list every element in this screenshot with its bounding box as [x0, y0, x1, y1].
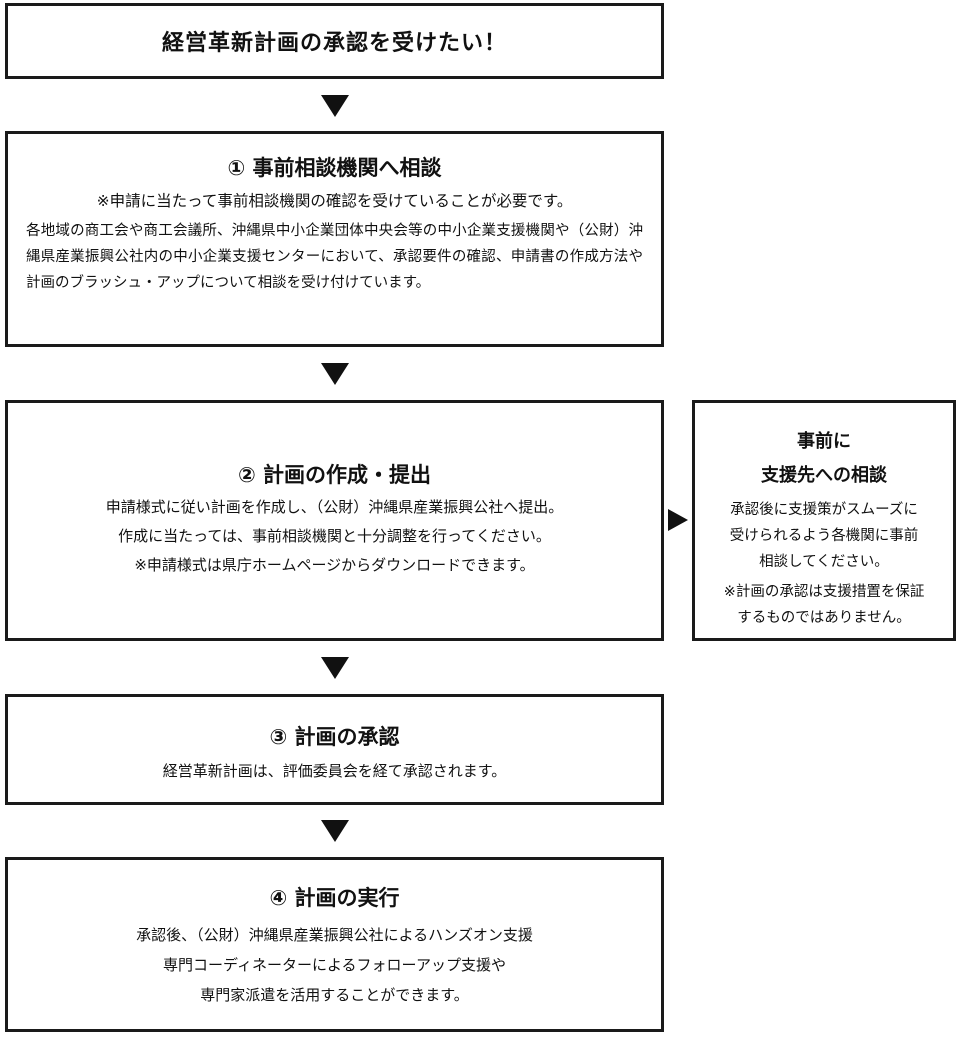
side-body-line: 承認後に支援策がスムーズに: [730, 502, 918, 518]
side-consult-box: 事前に 支援先への相談 承認後に支援策がスムーズに 受けられるよう各機関に事前 …: [692, 400, 956, 641]
step2-line: 作成に当たっては、事前相談機関と十分調整を行ってください。: [118, 527, 551, 545]
side-body-line: 受けられるよう各機関に事前: [729, 528, 919, 544]
step4-title: ④ 計画の実行: [269, 886, 400, 910]
step4-box: ④ 計画の実行 承認後、（公財）沖縄県産業振興公社によるハンズオン支援 専門コー…: [5, 857, 664, 1032]
step4-line: 専門家派遣を活用することができます。: [200, 986, 469, 1004]
side-title: 事前に: [797, 431, 851, 452]
step4-line: 承認後、（公財）沖縄県産業振興公社によるハンズオン支援: [136, 926, 533, 944]
right-arrow-icon: [668, 509, 688, 531]
down-arrow-icon: [321, 363, 349, 385]
step3-title: ③ 計画の承認: [269, 725, 400, 749]
step3-line: 経営革新計画は、評価委員会を経て承認されます。: [162, 762, 507, 780]
side-note-line: ※計画の承認は支援措置を保証: [723, 584, 925, 600]
title-box: 経営革新計画の承認を受けたい！: [5, 3, 664, 79]
step1-title: ① 事前相談機関へ相談: [227, 156, 442, 180]
step1-note: ※申請に当たって事前相談機関の確認を受けていることが必要です。: [96, 192, 573, 210]
side-body-line: 相談してください。: [759, 554, 889, 570]
side-title: 支援先への相談: [761, 465, 887, 486]
flow-title: 経営革新計画の承認を受けたい！: [161, 31, 507, 56]
step3-box: ③ 計画の承認 経営革新計画は、評価委員会を経て承認されます。: [5, 694, 664, 805]
step2-title: ② 計画の作成・提出: [237, 463, 432, 487]
side-note-line: するものではありません。: [737, 610, 911, 626]
down-arrow-icon: [321, 657, 349, 679]
step2-box: ② 計画の作成・提出 申請様式に従い計画を作成し、（公財）沖縄県産業振興公社へ提…: [5, 400, 664, 641]
step1-box: ① 事前相談機関へ相談 ※申請に当たって事前相談機関の確認を受けていることが必要…: [5, 131, 664, 347]
step4-line: 専門コーディネーターによるフォローアップ支援や: [163, 956, 506, 974]
down-arrow-icon: [321, 820, 349, 842]
step1-body: 各地域の商工会や商工会議所、沖縄県中小企業団体中央会等の中小企業支援機関や（公財…: [26, 223, 643, 291]
step2-line: 申請様式に従い計画を作成し、（公財）沖縄県産業振興公社へ提出。: [105, 498, 564, 516]
down-arrow-icon: [321, 95, 349, 117]
step2-line: ※申請様式は県庁ホームページからダウンロードできます。: [134, 556, 535, 574]
